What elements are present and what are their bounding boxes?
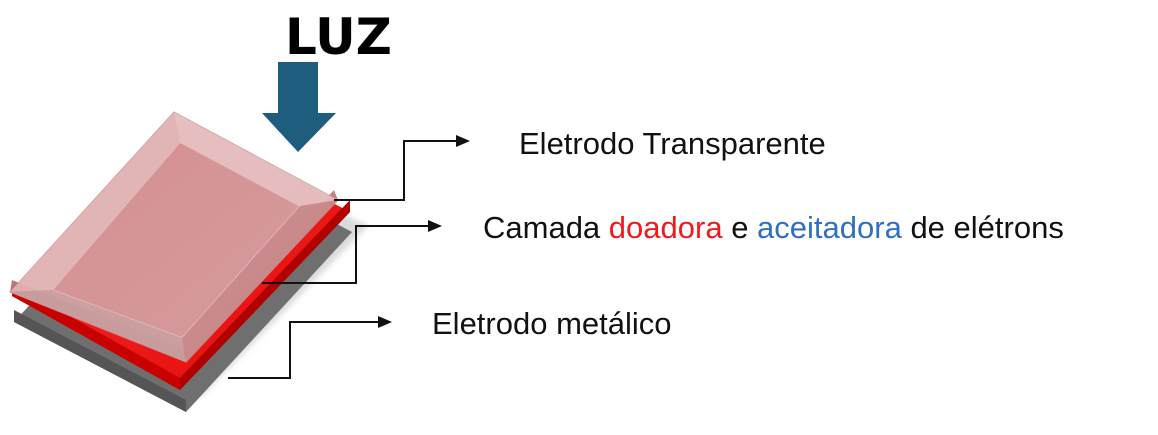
light-title: LUZ <box>285 8 392 66</box>
label-active-layer-part3: de elétrons <box>901 210 1064 245</box>
label-active-layer: Camada doadora e aceitadora de elétrons <box>483 212 1064 243</box>
label-active-layer-part2: e <box>722 210 758 245</box>
arrowhead-active-layer <box>428 220 442 232</box>
active-layer-edge <box>12 284 180 390</box>
label-acceptor: aceitadora <box>757 210 902 245</box>
label-donor: doadora <box>608 210 723 245</box>
bevel-right-facet <box>182 200 338 362</box>
metal-electrode-edge <box>14 310 186 412</box>
leader-line-transparent-electrode <box>334 140 456 201</box>
bevel-bottom-facet <box>10 290 186 362</box>
active-layer-side <box>180 200 350 390</box>
label-transparent-electrode: Eletrodo Transparente <box>519 126 826 161</box>
label-active-layer-part1: Camada <box>483 210 609 245</box>
label-metal-electrode: Eletrodo metálico <box>432 306 672 341</box>
arrowhead-metal-electrode <box>378 316 392 328</box>
leader-line-metal-electrode <box>228 321 378 379</box>
bevel-left-facet <box>10 112 180 292</box>
bevel-top-facet <box>174 112 338 206</box>
leader-line-active-layer <box>262 225 428 284</box>
light-arrow-icon <box>262 62 336 152</box>
arrowhead-transparent-electrode <box>456 135 470 147</box>
